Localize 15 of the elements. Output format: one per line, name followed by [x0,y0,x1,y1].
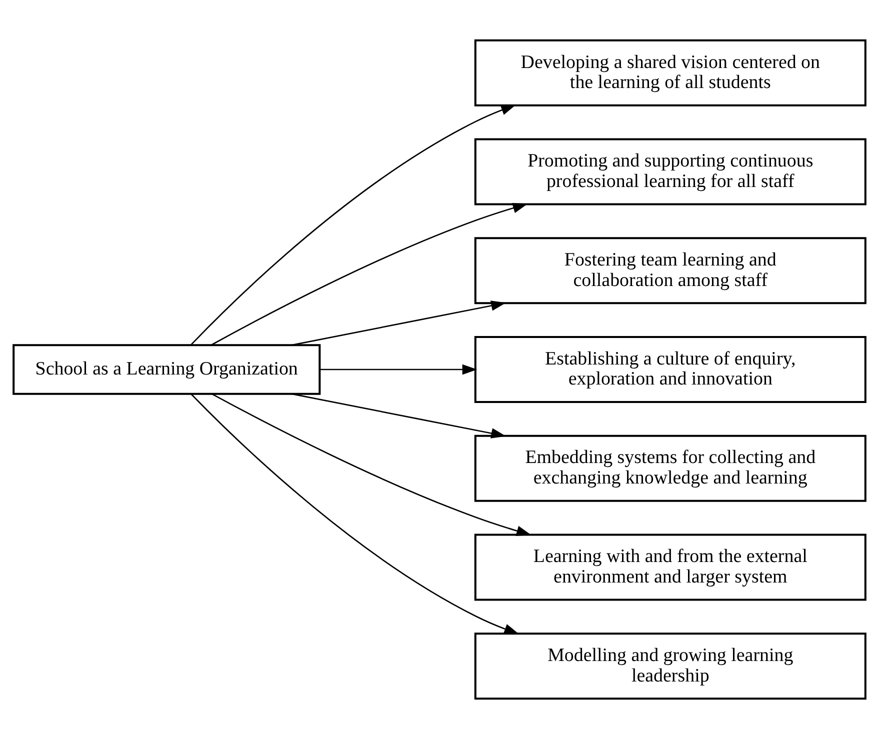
node-box: Fostering team learning and collaboration among staff [474,236,866,304]
arrow [292,392,506,438]
arrow [211,202,528,345]
node-box: Promoting and supporting continuous professional learning for all staff [474,138,866,205]
arrow [292,300,506,346]
node-box: School as a Learning Organization [12,344,321,394]
arrow [190,104,516,345]
node-box: Developing a shared vision centered on the learning of all students [474,38,866,106]
arrow [320,364,478,374]
arrow [212,392,532,536]
node-box: Learning with and from the external environment and larger system [474,533,866,600]
arrow [190,393,520,634]
node-box: Establishing a culture of enquiry, exploration and innovation [474,335,866,403]
node-box: Embedding systems for collecting and exchanging knowledge and learning [474,434,866,502]
node-box: Modelling and growing learning leadership [474,632,866,700]
